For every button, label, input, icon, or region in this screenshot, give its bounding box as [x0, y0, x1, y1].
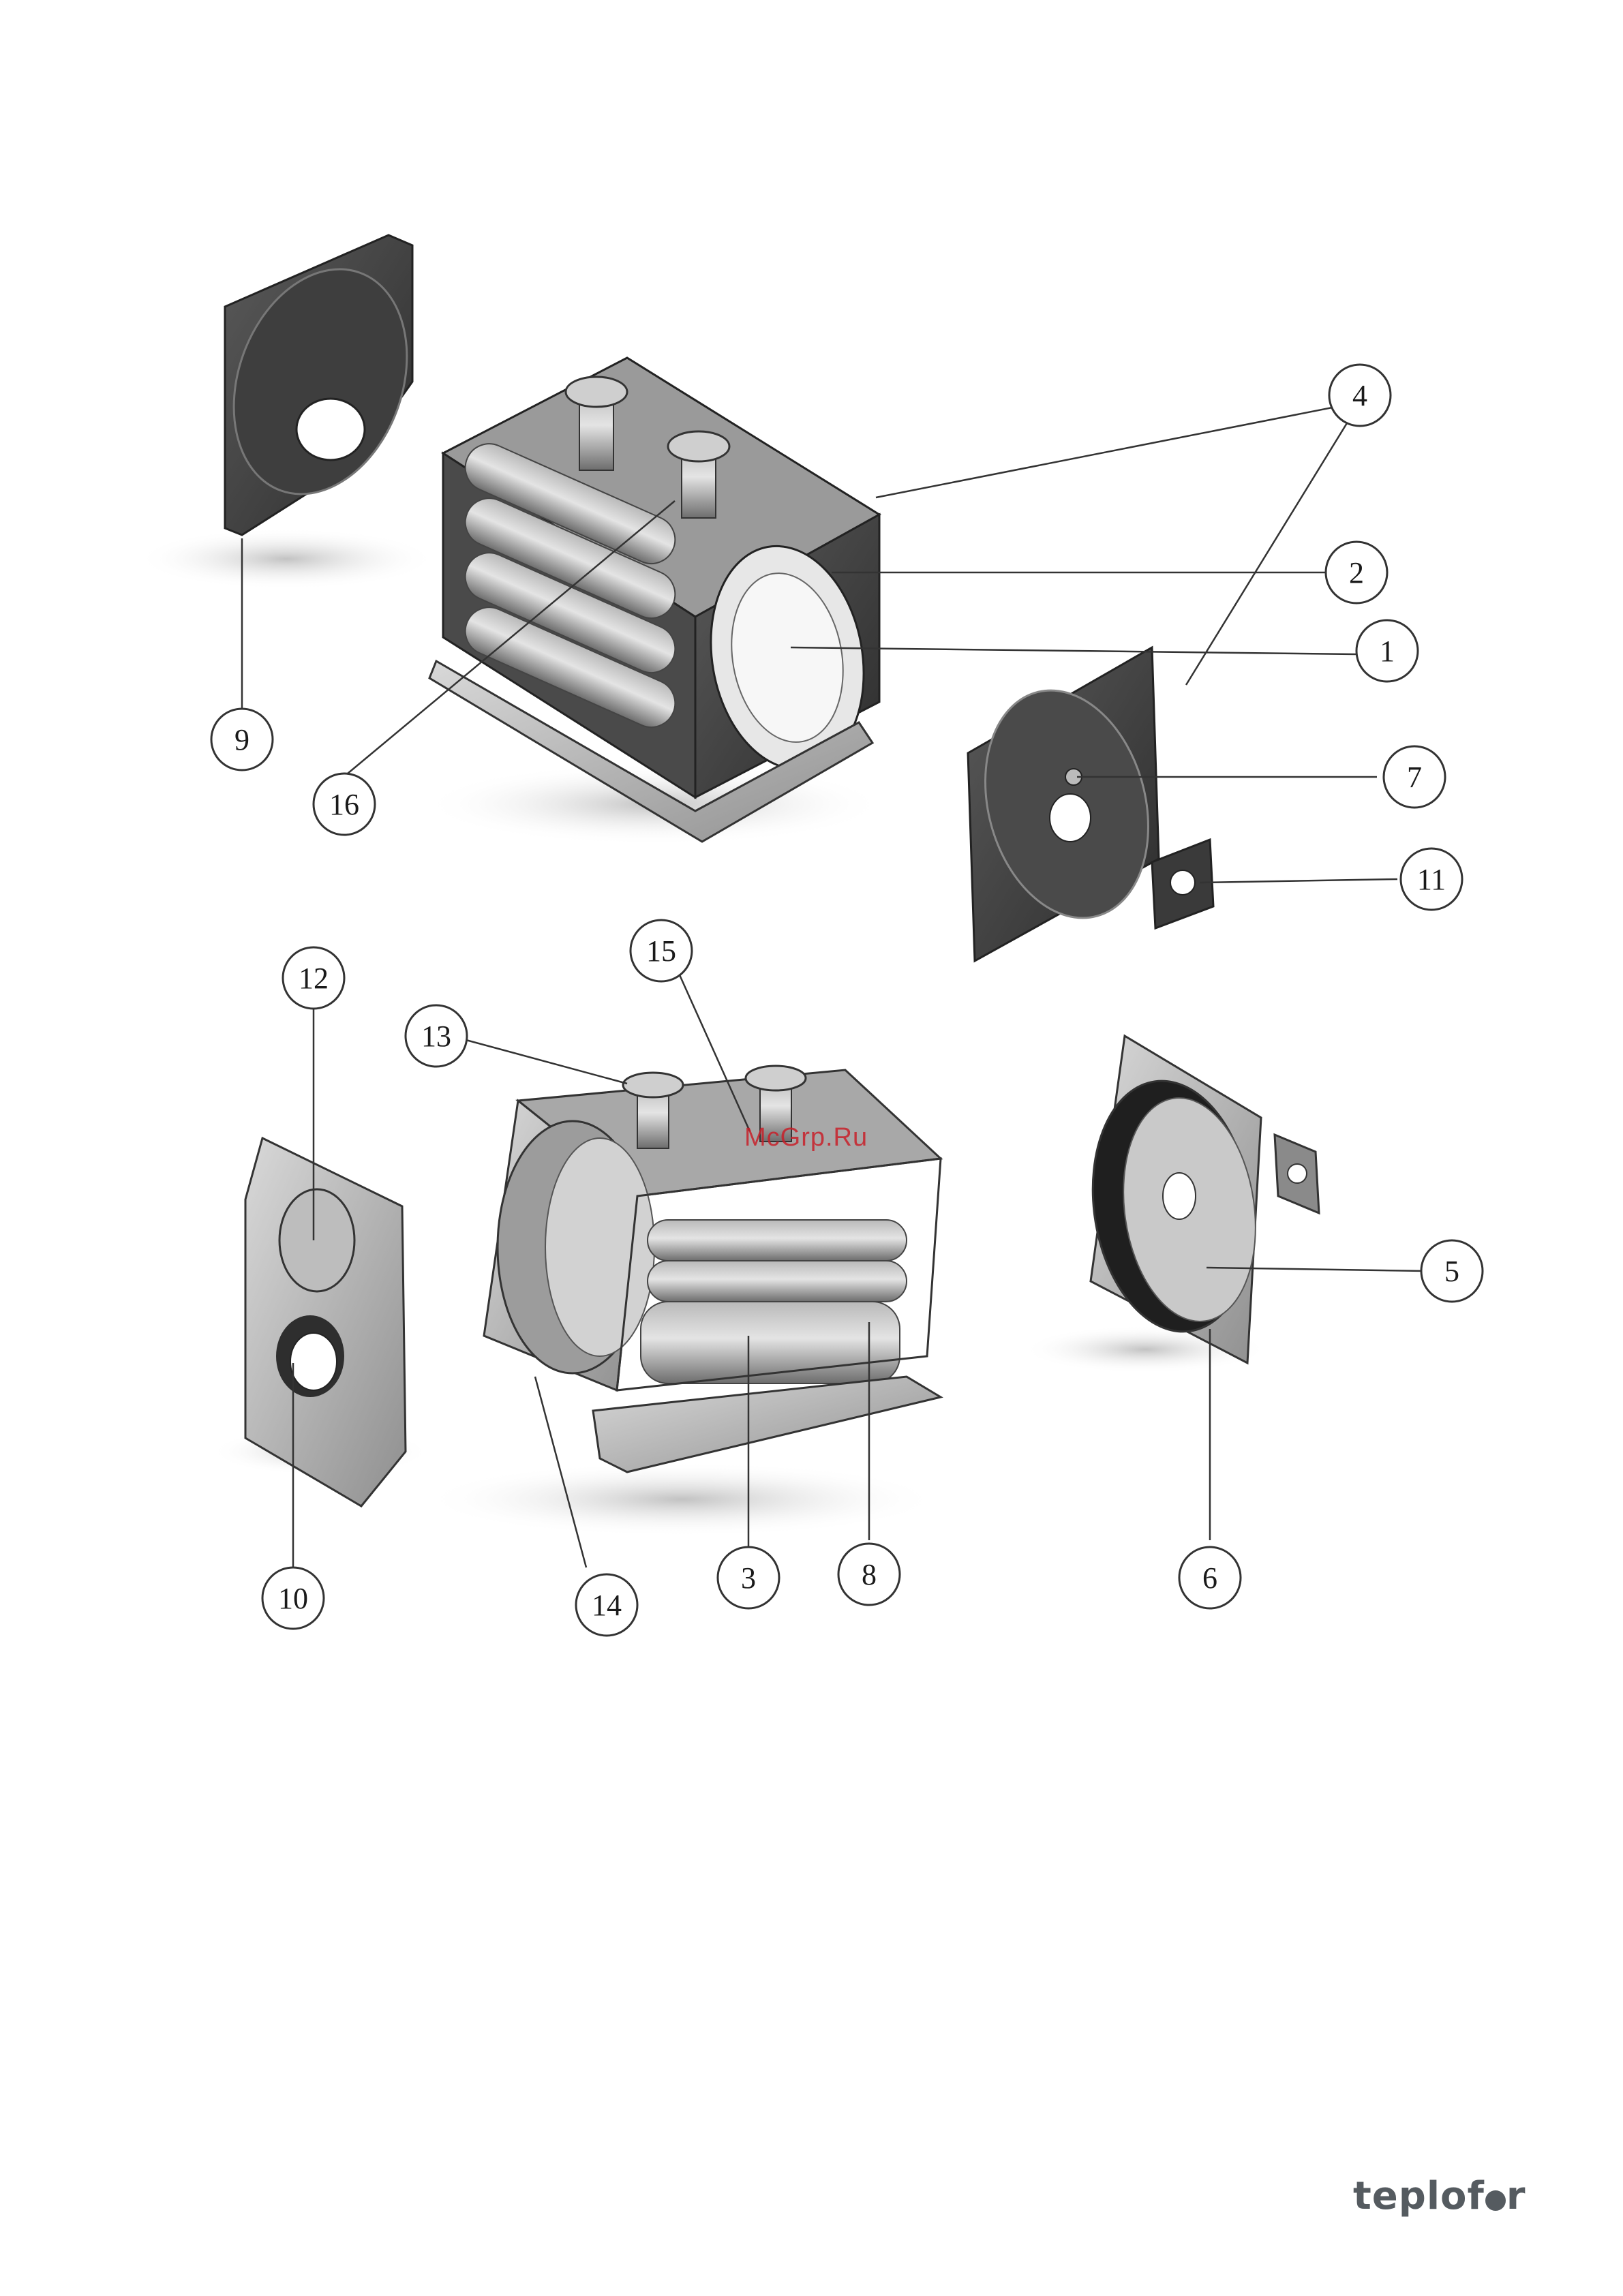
- svg-text:15: 15: [646, 934, 676, 968]
- svg-text:2: 2: [1349, 556, 1364, 590]
- svg-text:9: 9: [234, 723, 249, 756]
- callout-10: 10: [262, 1567, 324, 1629]
- front-door-part-5-6: [1022, 1036, 1319, 1373]
- callout-2: 2: [1326, 542, 1387, 603]
- rear-plate-part-9: [136, 235, 437, 590]
- small-plate-part-11: [1152, 840, 1213, 928]
- callout-11: 11: [1401, 848, 1462, 910]
- svg-text:13: 13: [421, 1020, 451, 1053]
- svg-text:11: 11: [1417, 863, 1446, 896]
- svg-text:1: 1: [1380, 634, 1395, 668]
- callout-8: 8: [838, 1544, 900, 1605]
- callout-15: 15: [631, 920, 692, 981]
- callout-13: 13: [406, 1005, 467, 1067]
- svg-text:14: 14: [592, 1589, 622, 1622]
- callout-6: 6: [1179, 1547, 1241, 1608]
- svg-text:3: 3: [741, 1561, 756, 1595]
- svg-text:6: 6: [1202, 1561, 1217, 1595]
- callout-9: 9: [211, 709, 273, 770]
- rear-panel-part-10-12: [211, 1138, 429, 1506]
- brand-text-start: teplof: [1353, 2174, 1485, 2218]
- svg-text:10: 10: [278, 1582, 308, 1615]
- svg-text:16: 16: [329, 788, 359, 821]
- callout-3: 3: [718, 1547, 779, 1608]
- callout-16: 16: [314, 774, 375, 835]
- boiler-body-top: [423, 358, 886, 845]
- front-door-part-7: [961, 647, 1172, 961]
- brand-text-end: r: [1506, 2174, 1526, 2218]
- svg-text:7: 7: [1407, 761, 1422, 794]
- callout-14: 14: [576, 1574, 637, 1636]
- callout-7: 7: [1384, 746, 1445, 808]
- brand-logo-dot-icon: [1485, 2190, 1506, 2211]
- callout-5: 5: [1421, 1240, 1483, 1302]
- svg-text:5: 5: [1444, 1255, 1459, 1288]
- watermark-text: McGrp.Ru: [744, 1123, 868, 1152]
- svg-text:12: 12: [299, 962, 329, 995]
- callout-12: 12: [283, 947, 344, 1009]
- svg-text:4: 4: [1352, 379, 1367, 412]
- callout-4: 4: [1329, 365, 1391, 426]
- svg-text:8: 8: [862, 1558, 877, 1591]
- callout-1: 1: [1356, 620, 1418, 682]
